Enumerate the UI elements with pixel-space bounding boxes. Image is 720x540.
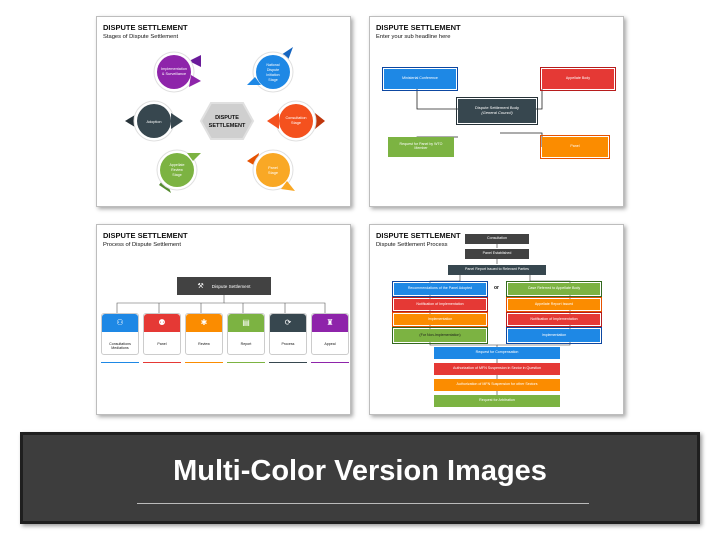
slide-subtitle: Dispute Settlement Process bbox=[376, 242, 448, 248]
step-panel-report: Panel Report Issued to Relevant Parties bbox=[448, 265, 546, 275]
step-authorization-sector: Authorization of MFN Suspension in Secto… bbox=[434, 363, 560, 375]
card-report: ▤ Report bbox=[227, 313, 265, 355]
svg-text:National: National bbox=[266, 63, 279, 67]
center-label-line1: DISPUTE bbox=[215, 115, 239, 121]
step-right-implementation: Implementation bbox=[506, 327, 602, 344]
center-hexagon bbox=[199, 102, 255, 140]
slide-title: DISPUTE SETTLEMENT bbox=[103, 23, 188, 32]
card-label: Review bbox=[198, 342, 210, 346]
slide-title: DISPUTE SETTLEMENT bbox=[376, 231, 461, 240]
appellate-body-box: Appellate Body bbox=[540, 67, 616, 91]
stage-national-dispute: National Dispute Initiation Stage bbox=[247, 47, 294, 93]
step-request-compensation: Request for Compensation bbox=[434, 347, 560, 359]
svg-text:Review: Review bbox=[171, 168, 183, 172]
slide-subtitle: Process of Dispute Settlement bbox=[103, 242, 181, 248]
card-review: ✱ Review bbox=[185, 313, 223, 355]
dsb-sublabel: (General Council) bbox=[481, 110, 513, 115]
gavel-icon: ⚒ bbox=[197, 283, 204, 290]
process-connectors bbox=[116, 295, 326, 313]
process-icon: ⟳ bbox=[270, 314, 306, 332]
banner-title: Multi-Color Version Images bbox=[173, 455, 547, 487]
stages-diagram: DISPUTE SETTLEMENT Implementation & Surv… bbox=[125, 47, 325, 193]
card-consultations: ⚇ Consultations Mediations bbox=[101, 313, 139, 355]
svg-text:Panel: Panel bbox=[268, 166, 278, 170]
card-arrow bbox=[269, 362, 307, 363]
step-panel-established: Panel Established bbox=[465, 249, 529, 259]
flow-connectors bbox=[429, 243, 571, 395]
slide-title: DISPUTE SETTLEMENT bbox=[376, 23, 461, 32]
card-label: Panel bbox=[157, 342, 167, 346]
card-appeal: ♜ Appeal bbox=[311, 313, 349, 355]
request-panel-box: Request for Panel by WTO Member bbox=[388, 137, 454, 157]
card-arrow bbox=[101, 362, 139, 363]
svg-text:Stage: Stage bbox=[268, 171, 278, 175]
slide-thumbnail-dsb[interactable]: DISPUTE SETTLEMENT Enter your sub headli… bbox=[369, 16, 624, 207]
svg-text:Dispute: Dispute bbox=[267, 68, 279, 72]
stage-adoption: Adoption bbox=[125, 100, 183, 142]
or-label: or bbox=[494, 285, 499, 291]
appeal-icon: ♜ bbox=[312, 314, 348, 332]
center-label-line2: SETTLEMENT bbox=[209, 123, 246, 129]
card-arrow bbox=[185, 362, 223, 363]
card-label: Process bbox=[281, 342, 295, 346]
step-authorization-other: Authorization of MFN Suspension for othe… bbox=[434, 379, 560, 391]
review-icon: ✱ bbox=[186, 314, 222, 332]
step-left-notification: Notification of Implementation bbox=[392, 297, 488, 312]
card-process: ⟳ Process bbox=[269, 313, 307, 355]
slide-thumbnail-process[interactable]: DISPUTE SETTLEMENT Process of Dispute Se… bbox=[96, 224, 351, 415]
slide-title: DISPUTE SETTLEMENT bbox=[103, 231, 188, 240]
svg-text:Appellate: Appellate bbox=[170, 163, 185, 167]
step-left-non-implementation: (For Non-Implementation) bbox=[392, 327, 488, 344]
panel-box: Panel bbox=[540, 135, 610, 159]
slide-thumbnail-stages[interactable]: DISPUTE SETTLEMENT Stages of Dispute Set… bbox=[96, 16, 351, 207]
report-icon: ▤ bbox=[228, 314, 264, 332]
step-left-recommendations: Recommendations of the Panel Adopted bbox=[392, 281, 488, 297]
stage-panel: Panel Stage bbox=[247, 149, 295, 191]
slide-subtitle: Enter your sub headline here bbox=[376, 34, 451, 40]
stage-consultation: Consultation Stage bbox=[267, 100, 325, 142]
step-right-notification: Notification of Implementation bbox=[506, 312, 602, 327]
svg-text:Initiation: Initiation bbox=[266, 73, 279, 77]
step-left-implementation: Implementation bbox=[392, 312, 488, 327]
slide-thumbnail-flow[interactable]: DISPUTE SETTLEMENT Dispute Settlement Pr… bbox=[369, 224, 624, 415]
panel-icon: ⚉ bbox=[144, 314, 180, 332]
version-banner: Multi-Color Version Images bbox=[20, 432, 700, 524]
card-panel: ⚉ Panel bbox=[143, 313, 181, 355]
process-header-label: Dispute Settlement bbox=[211, 283, 251, 289]
svg-text:Stage: Stage bbox=[291, 121, 301, 125]
card-label: Report bbox=[240, 342, 252, 346]
process-header-box: ⚒ Dispute Settlement bbox=[177, 277, 271, 295]
card-arrow bbox=[227, 362, 265, 363]
svg-text:Adoption: Adoption bbox=[147, 120, 162, 124]
step-right-appellate: Case Referred to Appellate Body bbox=[506, 281, 602, 297]
step-request-arbitration: Request for Arbitration bbox=[434, 395, 560, 407]
banner-divider bbox=[137, 503, 589, 504]
dsb-center-box: Dispute Settlement Body (General Council… bbox=[456, 97, 538, 125]
card-label: Consultations Mediations bbox=[109, 342, 131, 350]
step-consultation: Consultation bbox=[465, 234, 529, 244]
people-icon: ⚇ bbox=[102, 314, 138, 332]
dsb-label: Dispute Settlement Body bbox=[474, 105, 520, 110]
svg-text:Stage: Stage bbox=[172, 173, 181, 177]
ministerial-conference-box: Ministerial Conference bbox=[382, 67, 458, 91]
svg-text:Consultation: Consultation bbox=[285, 116, 306, 120]
stage-implementation-surveillance: Implementation & Surveillance bbox=[153, 51, 201, 93]
card-label: Appeal bbox=[324, 342, 336, 346]
svg-text:Implementation: Implementation bbox=[161, 67, 187, 71]
card-arrow bbox=[143, 362, 181, 363]
card-arrow bbox=[311, 362, 349, 363]
stage-appellate-review: Appellate Review Stage bbox=[156, 149, 201, 193]
svg-text:& Surveillance: & Surveillance bbox=[162, 72, 186, 76]
svg-text:Stage: Stage bbox=[268, 78, 277, 82]
step-right-report-issued: Appellate Report Issued bbox=[506, 297, 602, 312]
slide-subtitle: Stages of Dispute Settlement bbox=[103, 34, 179, 40]
